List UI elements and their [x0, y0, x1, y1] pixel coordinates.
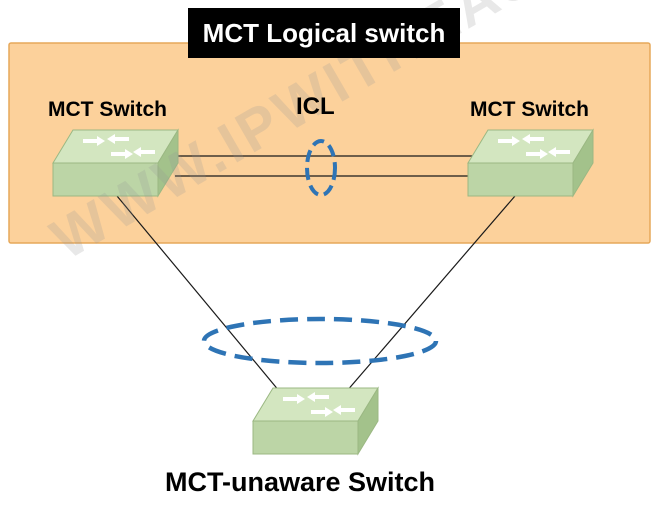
left-switch-label: MCT Switch: [48, 98, 167, 121]
uplink-left: [116, 195, 281, 393]
mct-unaware-switch-label: MCT-unaware Switch: [165, 467, 436, 497]
icl-label: ICL: [296, 93, 335, 120]
icl-lag-ellipse-icon: [305, 139, 337, 197]
right-switch-label: MCT Switch: [470, 98, 589, 121]
diagram-title: MCT Logical switch: [188, 8, 460, 58]
right-switch-icon: [467, 128, 594, 198]
left-switch-icon: [52, 128, 179, 198]
downstream-lag-ellipse-icon: [201, 316, 439, 366]
mct-unaware-switch-icon: [252, 386, 379, 456]
